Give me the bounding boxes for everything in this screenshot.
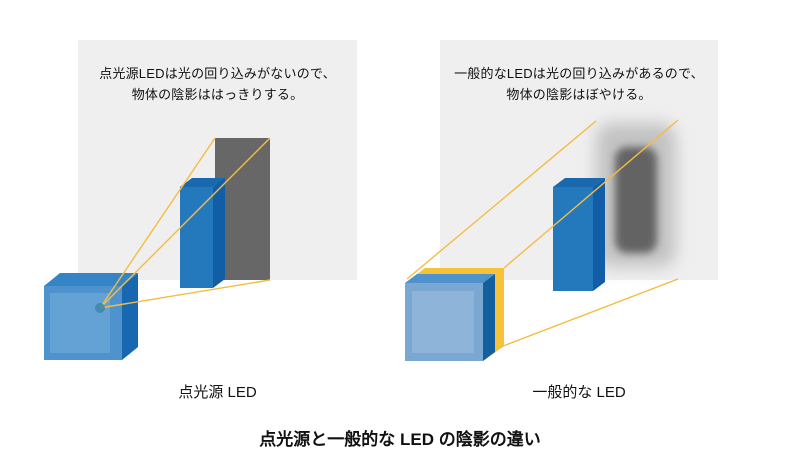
label-point-source-led: 点光源 LED — [178, 384, 257, 401]
panel-general-led — [405, 40, 718, 361]
pillar-right-top-face — [553, 178, 605, 187]
note-point-source: 点光源LEDは光の回り込みがないので、 物体の陰影ははっきりする。 — [78, 63, 357, 105]
led-cube-right-side-face — [483, 274, 495, 361]
led-cube-left-top-face — [44, 273, 138, 286]
led-cube-left-highlight — [50, 293, 110, 353]
pillar-right-front-face — [553, 187, 593, 291]
light-ray-right-3 — [497, 278, 679, 349]
pillar-right-side-face — [593, 178, 605, 291]
led-cube-right-top-face — [405, 274, 495, 283]
light-ray-left-3 — [99, 279, 271, 309]
pillar-left-top-face — [180, 178, 225, 187]
note-general: 一般的なLEDは光の回り込みがあるので、 物体の陰影はぼやける。 — [440, 63, 718, 105]
blurred-shadow-core — [615, 147, 657, 253]
light-ray-right-2 — [503, 119, 679, 269]
pillar-left-front-face — [180, 187, 213, 288]
led-cube-right-highlight — [412, 291, 474, 353]
light-ray-left-1 — [99, 137, 216, 309]
point-source-dot — [95, 303, 105, 313]
led-cube-left-side-face — [122, 273, 138, 360]
figure-title: 点光源と一般的な LED の陰影の違い — [259, 430, 541, 449]
note-point-source-line1: 点光源LEDは光の回り込みがないので、 — [99, 66, 336, 81]
note-point-source-line2: 物体の陰影ははっきりする。 — [131, 87, 304, 102]
led-cube-right-front-face — [405, 283, 483, 361]
label-general-led: 一般的な LED — [532, 384, 626, 401]
note-general-line1: 一般的なLEDは光の回り込みがあるので、 — [454, 66, 704, 81]
light-ray-right-1 — [406, 120, 597, 280]
pillar-left-side-face — [213, 178, 225, 288]
light-ray-left-2 — [99, 137, 271, 309]
panel-point-source-led — [44, 40, 357, 360]
note-general-line2: 物体の陰影はぼやける。 — [506, 87, 652, 102]
